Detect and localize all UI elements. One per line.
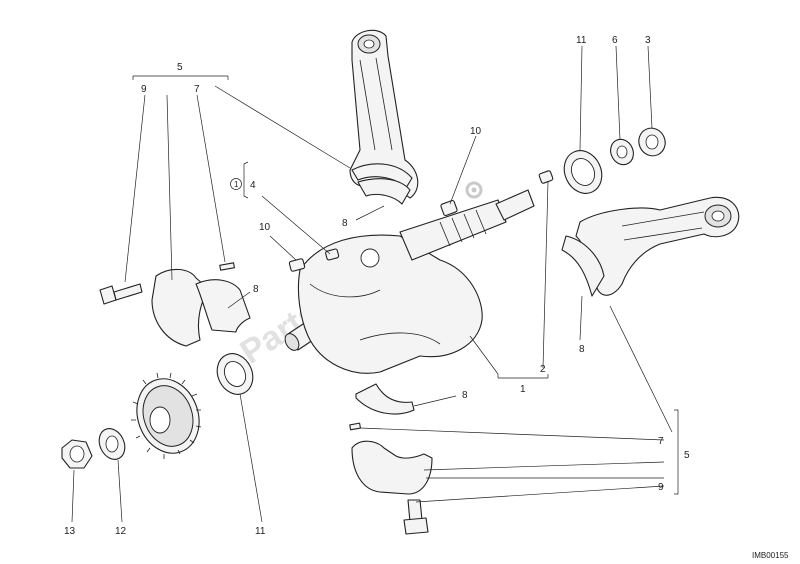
callout-10-left: 10: [259, 222, 271, 233]
callout-9-right: 9: [658, 482, 664, 493]
callout-5-top: 5: [177, 62, 183, 73]
watermark-gear-icon: [465, 181, 483, 199]
dowel-pin-right: [349, 422, 361, 431]
callout-8-right: 8: [579, 344, 585, 355]
bearing-shell-rod-right: [561, 235, 605, 297]
bearing-shell-left: [195, 279, 251, 333]
main-bearing-cap-right: [351, 440, 433, 495]
callout-labels: 5 9 7 4 1 10 8 8 10 11 6 3 8 2 1 8 7 5 9…: [64, 35, 690, 537]
callout-5-right: 5: [684, 450, 690, 461]
callout-4-note: 1: [234, 180, 239, 189]
callout-10-mid: 10: [470, 126, 482, 137]
leader-lines: [71, 45, 679, 523]
bearing-shell-rod-upper: [357, 178, 411, 205]
washer-6: [610, 138, 634, 166]
callout-2: 2: [540, 364, 546, 375]
callout-11-top: 11: [576, 35, 587, 46]
callout-8-bottom: 8: [462, 390, 468, 401]
callout-9-left: 9: [141, 84, 147, 95]
connecting-rod-upper: [349, 29, 419, 199]
nut-3: [638, 127, 666, 157]
callout-8-rod: 8: [342, 218, 348, 229]
callout-11-bottom: 11: [255, 526, 266, 537]
connecting-rod-right: [575, 196, 740, 296]
bearing-shell-bottom: [355, 383, 415, 415]
callout-7-right: 7: [658, 436, 664, 447]
callout-4: 4: [250, 180, 256, 191]
callout-8-left: 8: [253, 284, 259, 295]
callout-13: 13: [64, 526, 76, 537]
drawing-code: IMB00155: [752, 551, 789, 560]
washer-12: [98, 428, 126, 460]
note-circle-icon: [230, 178, 242, 190]
callout-12: 12: [115, 526, 127, 537]
callout-7-left: 7: [194, 84, 200, 95]
timing-gear: [131, 372, 202, 459]
bolt-right: [403, 499, 429, 535]
callout-3: 3: [645, 35, 651, 46]
thrust-washer-11-top: [563, 150, 603, 194]
callout-6: 6: [612, 35, 618, 46]
nut-13: [61, 439, 93, 469]
pin-2: [538, 170, 554, 184]
crankshaft: [284, 189, 535, 374]
callout-1: 1: [520, 384, 526, 395]
pin-4: [325, 248, 340, 261]
main-bearing-cap-left: [151, 268, 211, 347]
bolt-left: [99, 283, 143, 305]
washer-11-bottom: [216, 353, 254, 395]
dowel-pin-left: [219, 262, 235, 271]
pin-10-mid: [440, 199, 458, 217]
